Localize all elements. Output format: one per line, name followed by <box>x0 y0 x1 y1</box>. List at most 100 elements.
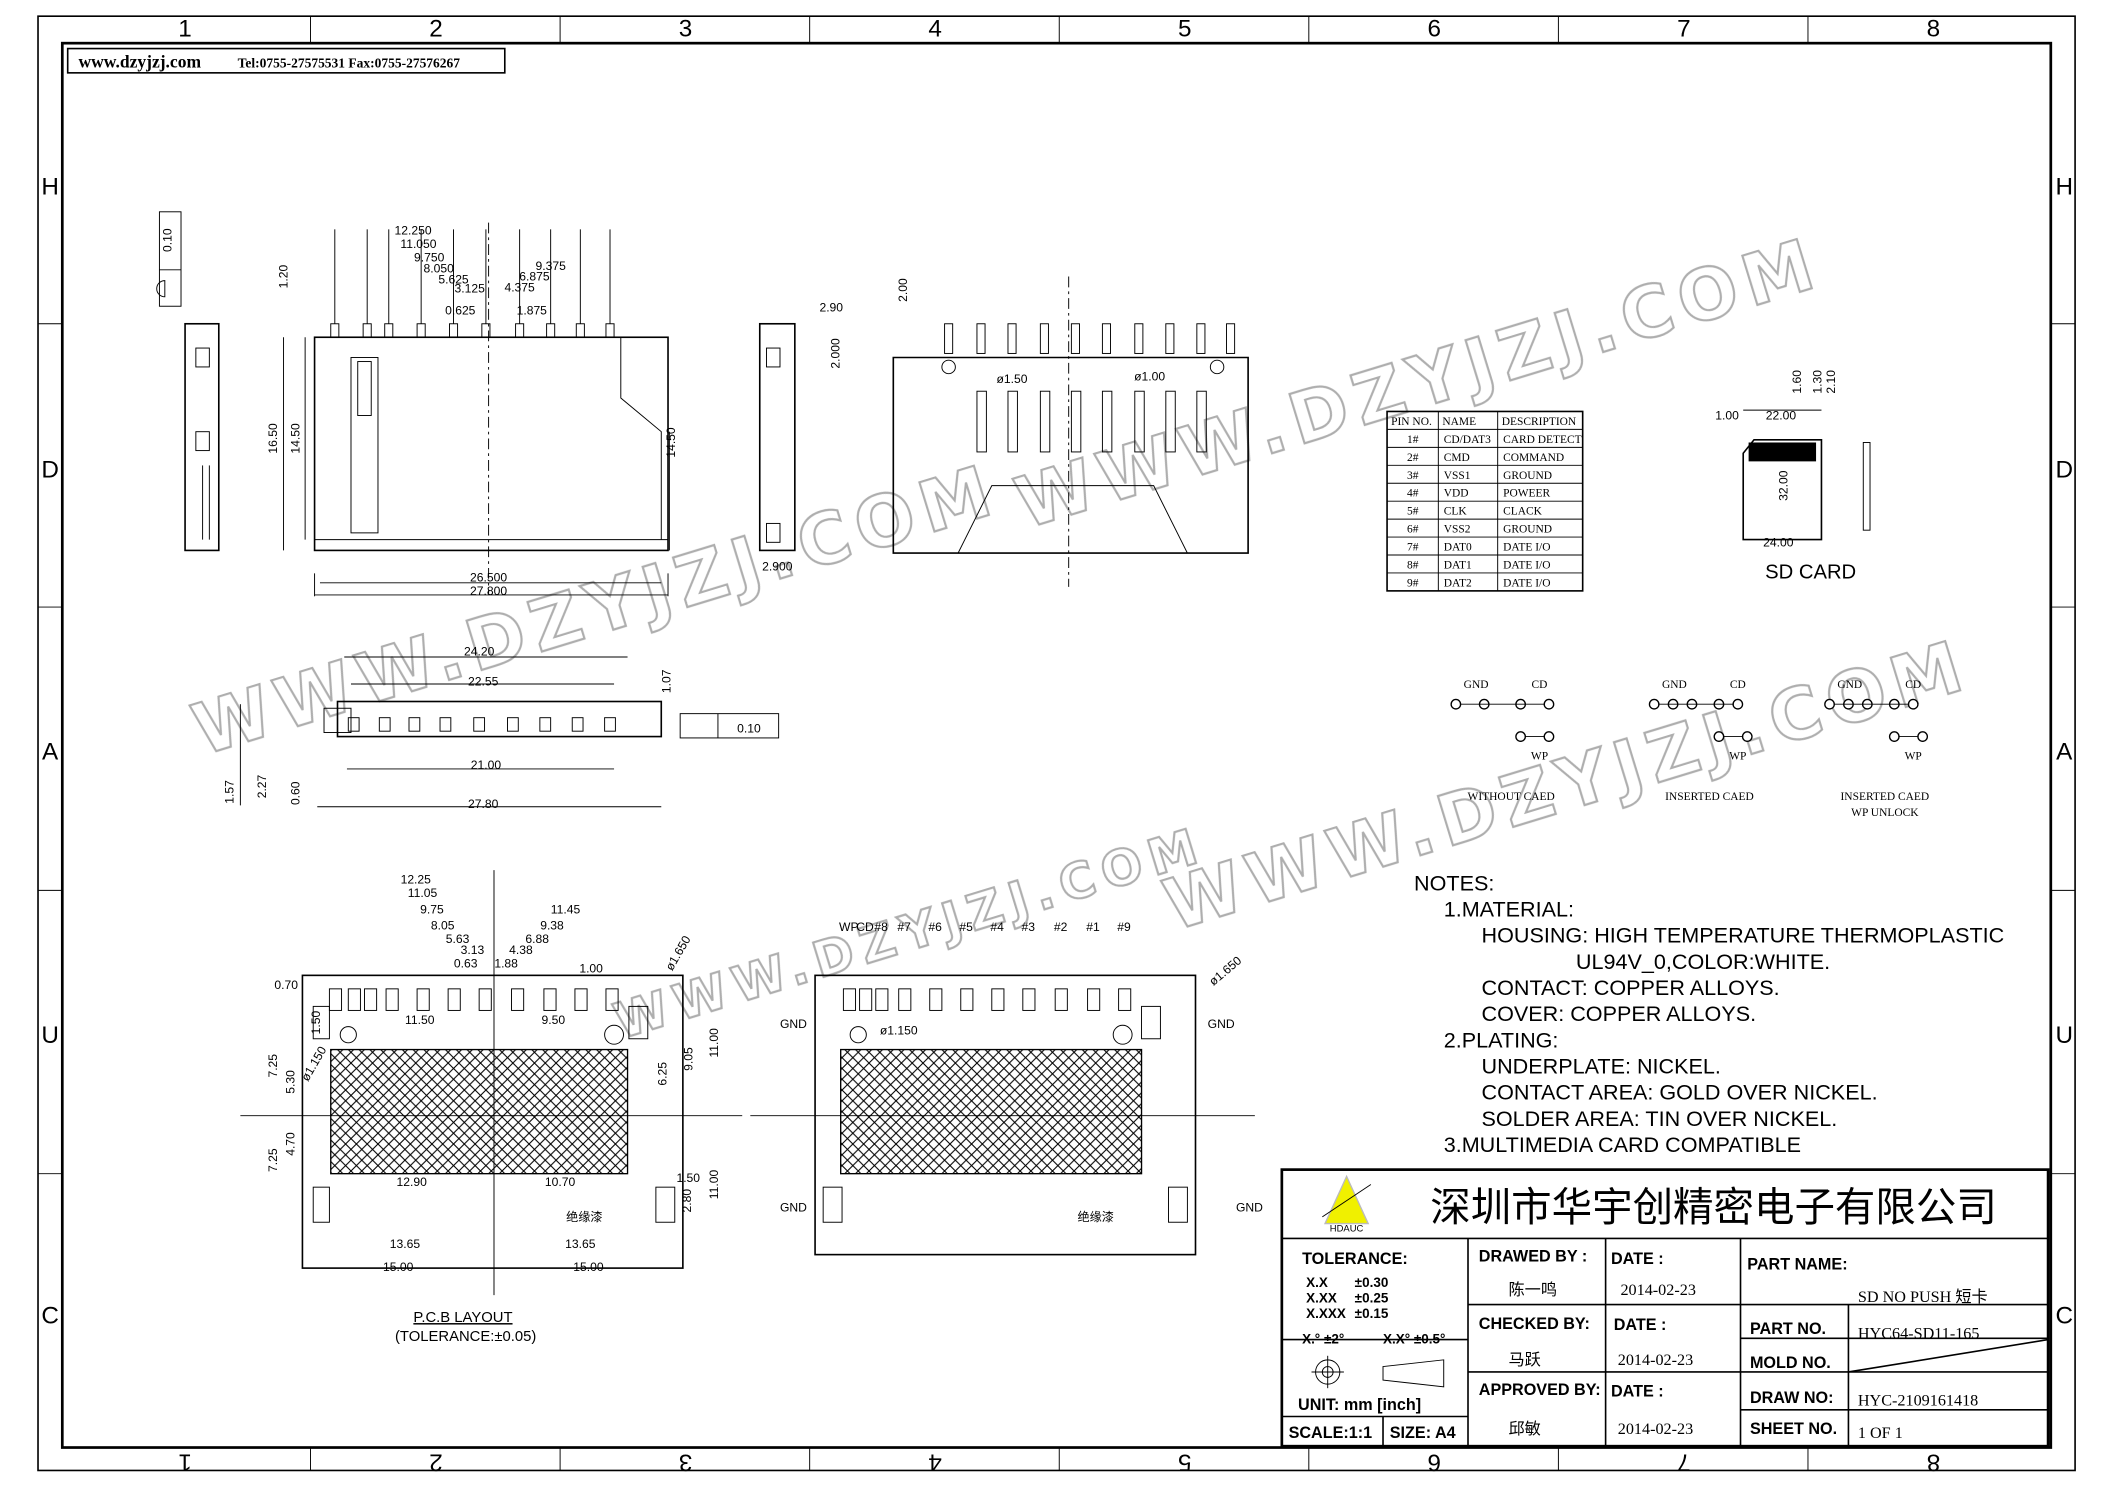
dimension-label: #9 <box>1117 920 1131 934</box>
pin-table-cell: VDD <box>1444 488 1469 500</box>
dimension-label: 1.00 <box>1715 409 1739 423</box>
notes: NOTES:1.MATERIAL:HOUSING: HIGH TEMPERATU… <box>1414 870 2004 1157</box>
website-text: www.dzyjzj.com <box>78 51 201 71</box>
dimension-label: 9.50 <box>542 1013 566 1027</box>
dimension-label: 15.00 <box>383 1260 414 1274</box>
svg-text:X.X: X.X <box>1306 1275 1328 1290</box>
dimension-label: #8 <box>874 920 888 934</box>
pcb-layout-title: P.C.B LAYOUT <box>413 1310 512 1326</box>
pin-table-cell: 2# <box>1407 452 1419 464</box>
dimension-label: 2.27 <box>255 774 269 798</box>
dimension-label: 13.65 <box>390 1237 421 1251</box>
dimension-label: 10.70 <box>545 1175 576 1189</box>
dimension-label: WP <box>839 920 859 934</box>
note-line: 2.PLATING: <box>1444 1027 1559 1052</box>
zone-label-bottom: 6 <box>1428 1448 1442 1475</box>
dimension-label: 5.63 <box>446 932 470 946</box>
zone-label-left: A <box>42 739 59 766</box>
dimension-label: 0.63 <box>454 956 478 970</box>
dimension-label: 3.125 <box>455 282 486 296</box>
dimension-label: 7.25 <box>266 1148 280 1172</box>
svg-text:MOLD NO.: MOLD NO. <box>1750 1354 1831 1372</box>
pin-table-cell: 7# <box>1407 542 1419 554</box>
zone-label-bottom: 8 <box>1927 1448 1941 1475</box>
dimension-label: 3.13 <box>461 943 485 957</box>
svg-text:WP UNLOCK: WP UNLOCK <box>1851 807 1919 819</box>
svg-text:X.XXX: X.XXX <box>1306 1306 1346 1321</box>
pin-table-cell: GROUND <box>1503 470 1552 482</box>
dimension-label: 11.50 <box>405 1013 435 1027</box>
dimension-label: 26.500 <box>470 570 507 584</box>
svg-text:WP: WP <box>1905 751 1922 763</box>
svg-text:马跃: 马跃 <box>1508 1351 1540 1369</box>
dimension-label: 24.20 <box>464 645 495 659</box>
sheet-frame <box>37 15 2076 1472</box>
dimension-label: #6 <box>928 920 942 934</box>
dimension-label: ø1.50 <box>997 372 1028 386</box>
svg-text:HYC-2109161418: HYC-2109161418 <box>1858 1393 1978 1410</box>
dimension-label: 21.00 <box>471 758 502 772</box>
dimension-label: 15.00 <box>573 1260 604 1274</box>
zone-label-right: A <box>2056 739 2073 766</box>
pin-table-cell: 9# <box>1407 577 1419 589</box>
zone-label-right: C <box>2056 1302 2074 1329</box>
zone-label-bottom: 3 <box>679 1448 693 1475</box>
dimension-label: 1.57 <box>223 780 237 804</box>
dimension-label: 2.80 <box>680 1189 694 1213</box>
dimension-label: 2.900 <box>762 560 793 574</box>
pin-table-cell: CLACK <box>1503 506 1543 518</box>
dimension-label: 2.00 <box>896 278 910 302</box>
dimension-label: GND <box>780 1200 807 1214</box>
zone-label-left: H <box>41 173 59 200</box>
dimension-label: 4.70 <box>283 1132 297 1156</box>
dimension-label: 9.05 <box>681 1047 695 1071</box>
dimension-label: 13.65 <box>565 1237 596 1251</box>
svg-text:UNIT: mm [inch]: UNIT: mm [inch] <box>1298 1396 1421 1414</box>
dimension-label: 0.10 <box>737 722 761 736</box>
svg-text:SD NO PUSH 短卡: SD NO PUSH 短卡 <box>1858 1288 1988 1306</box>
svg-text:PART NO.: PART NO. <box>1750 1320 1826 1338</box>
svg-text:SIZE: A4: SIZE: A4 <box>1390 1424 1456 1442</box>
svg-text:邱敏: 邱敏 <box>1508 1420 1540 1438</box>
pcb-layout-right <box>750 974 1255 1256</box>
dimension-label: #1 <box>1086 920 1100 934</box>
pin-table-cell: DATE I/O <box>1503 559 1550 571</box>
pcb-layout-left <box>240 870 743 1296</box>
dimension-label: 绝缘漆 <box>566 1209 602 1224</box>
dimension-label: 7.25 <box>266 1054 280 1078</box>
note-line: UL94V_0,COLOR:WHITE. <box>1576 949 1830 974</box>
pin-table-cell: 6# <box>1407 524 1419 536</box>
note-line: HOUSING: HIGH TEMPERATURE THERMOPLASTIC <box>1481 923 2004 948</box>
note-line: CONTACT AREA: GOLD OVER NICKEL. <box>1481 1080 1877 1105</box>
pin-table-cell: 3# <box>1407 470 1419 482</box>
pin-table-cell: CMD <box>1444 452 1470 464</box>
svg-text:GND: GND <box>1662 679 1687 691</box>
dimension-label: 1.50 <box>676 1171 700 1185</box>
dimension-label: GND <box>1208 1017 1235 1031</box>
note-line: 3.MULTIMEDIA CARD COMPATIBLE <box>1444 1132 1801 1157</box>
dimension-label: 0.60 <box>289 781 303 805</box>
note-line: SOLDER AREA: TIN OVER NICKEL. <box>1481 1106 1837 1131</box>
svg-text:2014-02-23: 2014-02-23 <box>1618 1421 1693 1438</box>
pin-table-cell: 4# <box>1407 488 1419 500</box>
svg-text:2014-02-23: 2014-02-23 <box>1620 1282 1695 1299</box>
dimension-label: #4 <box>990 920 1004 934</box>
projection-symbol-icon <box>1311 1355 1445 1389</box>
pin-table-cell: COMMAND <box>1503 452 1564 464</box>
zone-label-bottom: 2 <box>429 1448 443 1475</box>
dimension-label: 32.00 <box>1777 470 1791 501</box>
profile-view-drawing <box>239 656 780 808</box>
svg-text:±0.30: ±0.30 <box>1355 1275 1389 1290</box>
svg-text:TOLERANCE:: TOLERANCE: <box>1302 1250 1408 1268</box>
company-name: 深圳市华宇创精密电子有限公司 <box>1430 1184 1997 1230</box>
zone-label-bottom: 4 <box>928 1448 942 1475</box>
svg-text:WWW.DZYJZJ.COM: WWW.DZYJZJ.COM <box>1007 222 1831 545</box>
zone-label-right: U <box>2056 1022 2074 1049</box>
pin-table-cell: DATE I/O <box>1503 542 1550 554</box>
svg-text:CD: CD <box>1905 679 1921 691</box>
dimension-label: 4.38 <box>509 943 533 957</box>
pin-table-cell: 8# <box>1407 559 1419 571</box>
dimension-label: 1.50 <box>309 1011 323 1035</box>
